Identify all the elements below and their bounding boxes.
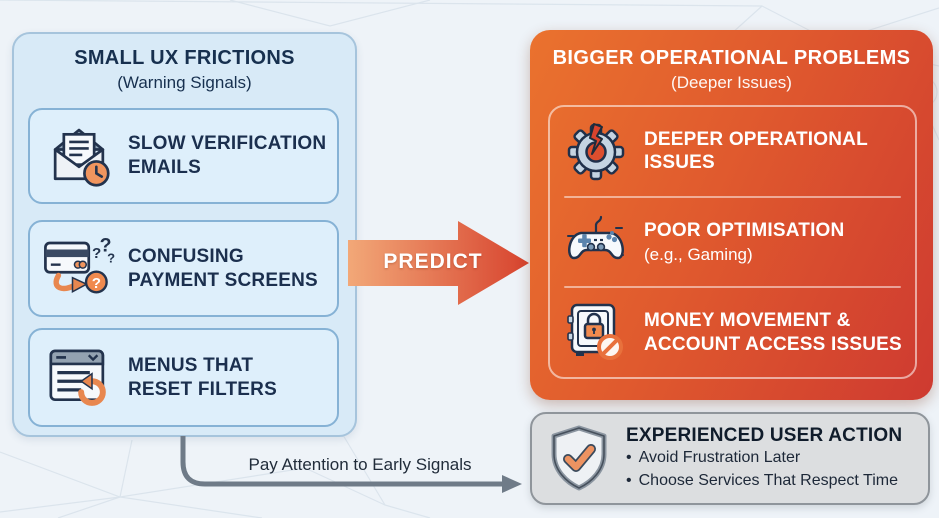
problem-row-money-access: MONEY MOVEMENT & ACCOUNT ACCESS ISSUES bbox=[550, 288, 915, 377]
connector-label: Pay Attention to Early Signals bbox=[248, 455, 472, 474]
problem-row-deeper-issues: DEEPER OPERATIONAL ISSUES bbox=[550, 107, 915, 196]
bullet-char: • bbox=[626, 449, 632, 467]
bullet-text: Choose Services That Respect Time bbox=[638, 471, 898, 489]
bullet-char: • bbox=[626, 471, 632, 489]
predict-arrow bbox=[348, 221, 529, 305]
svg-text:?: ? bbox=[100, 234, 112, 256]
experienced-user-action-panel: EXPERIENCED USER ACTION • Avoid Frustrat… bbox=[530, 412, 930, 505]
svg-text:?: ? bbox=[92, 245, 101, 262]
problem-row-poor-optimisation: POOR OPTIMISATION (e.g., Gaming) bbox=[550, 198, 915, 287]
friction-label: SLOW VERIFICATION EMAILS bbox=[128, 133, 327, 178]
bigger-operational-problems-panel: BIGGER OPERATIONAL PROBLEMS (Deeper Issu… bbox=[530, 30, 933, 400]
svg-text:?: ? bbox=[92, 274, 101, 291]
action-bullet: • Choose Services That Respect Time bbox=[626, 470, 902, 492]
action-panel-title: EXPERIENCED USER ACTION bbox=[626, 425, 903, 447]
safe-lock-icon bbox=[560, 297, 632, 369]
svg-text:?: ? bbox=[107, 250, 115, 265]
action-bullet: • Avoid Frustration Later bbox=[626, 447, 902, 469]
gamepad-icon bbox=[560, 206, 632, 278]
small-ux-frictions-panel: SMALL UX FRICTIONS (Warning Signals) SLO… bbox=[12, 32, 357, 437]
right-panel-title: BIGGER OPERATIONAL PROBLEMS bbox=[552, 47, 911, 69]
problem-label: MONEY MOVEMENT & ACCOUNT ACCESS ISSUES bbox=[644, 309, 902, 355]
payment-card-question-icon: ? ? ? ? bbox=[38, 228, 120, 310]
problem-label: POOR OPTIMISATION bbox=[644, 220, 845, 242]
friction-card-menu-reset: MENUS THAT RESET FILTERS bbox=[28, 328, 339, 427]
friction-card-slow-emails: SLOW VERIFICATION EMAILS bbox=[28, 108, 339, 204]
divider bbox=[564, 286, 901, 289]
right-panel-items-container: DEEPER OPERATIONAL ISSUES bbox=[548, 105, 917, 379]
friction-label: MENUS THAT RESET FILTERS bbox=[128, 354, 277, 400]
early-signals-connector-arrow bbox=[180, 436, 522, 493]
predict-arrow-label: PREDICT bbox=[383, 250, 483, 273]
bullet-text: Avoid Frustration Later bbox=[638, 449, 801, 467]
left-panel-title: SMALL UX FRICTIONS bbox=[74, 47, 295, 69]
menu-reset-icon bbox=[38, 337, 120, 419]
shield-check-icon bbox=[542, 422, 616, 496]
right-panel-subtitle: (Deeper Issues) bbox=[671, 73, 792, 92]
divider bbox=[564, 195, 901, 198]
problem-sublabel: (e.g., Gaming) bbox=[644, 244, 753, 264]
friction-label: CONFUSING PAYMENT SCREENS bbox=[128, 245, 318, 291]
broken-gear-icon bbox=[560, 115, 632, 187]
left-panel-subtitle: (Warning Signals) bbox=[117, 73, 252, 92]
problem-label: DEEPER OPERATIONAL ISSUES bbox=[644, 128, 868, 174]
friction-card-payment-screens: ? ? ? ? CONFUSING PAYMENT SCREENS bbox=[28, 220, 339, 317]
envelope-clock-icon bbox=[38, 115, 120, 197]
